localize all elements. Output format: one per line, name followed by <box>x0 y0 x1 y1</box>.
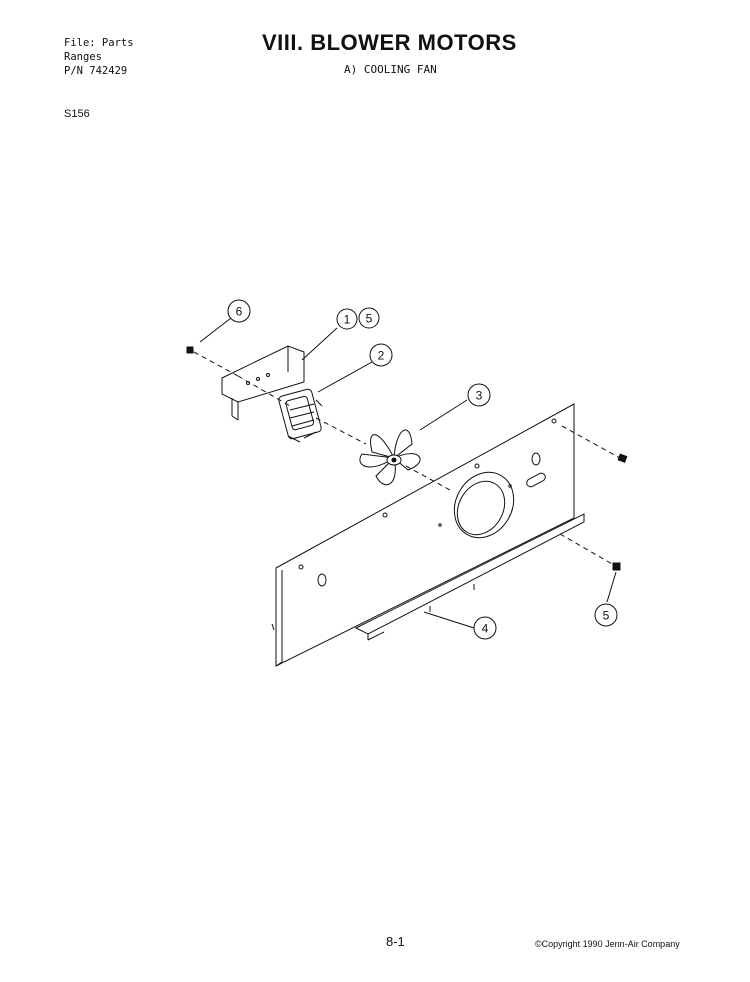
callout-4: 4 <box>473 616 497 640</box>
callout-number: 5 <box>603 609 610 623</box>
callout-number: 4 <box>482 622 489 636</box>
callout-5: 5 <box>358 307 380 329</box>
screw <box>617 453 628 463</box>
fan-bracket <box>221 345 305 421</box>
page-number: 8-1 <box>386 934 405 949</box>
model-number: S156 <box>64 108 90 120</box>
assembly-lines <box>193 351 621 566</box>
callout-2: 2 <box>369 343 393 367</box>
fan-opening <box>453 471 515 539</box>
screw <box>612 562 621 571</box>
fan-motor <box>278 388 323 443</box>
file-info-line: Ranges <box>64 51 102 63</box>
file-info: File: Parts Ranges P/N 742429 <box>64 36 134 78</box>
fan-blade <box>359 429 421 486</box>
callout-6: 6 <box>227 299 251 323</box>
copyright-notice: ©Copyright 1990 Jenn-Air Company <box>535 939 680 949</box>
callout-number: 1 <box>344 313 351 327</box>
callout-number: 2 <box>378 349 385 363</box>
callout-number: 5 <box>366 312 373 326</box>
callout-number: 6 <box>236 305 243 319</box>
page-subtitle: A) COOLING FAN <box>344 63 437 76</box>
callout-5-lower: 5 <box>594 603 618 627</box>
back-panel <box>271 403 585 667</box>
leader-lines <box>199 317 617 629</box>
callout-3: 3 <box>467 383 491 407</box>
screw <box>186 346 194 354</box>
file-info-line: File: Parts <box>64 37 134 49</box>
part-number: P/N 742429 <box>64 65 128 77</box>
page-title: VIII. BLOWER MOTORS <box>262 30 517 55</box>
callout-1: 1 <box>336 308 358 330</box>
callout-number: 3 <box>476 389 483 403</box>
